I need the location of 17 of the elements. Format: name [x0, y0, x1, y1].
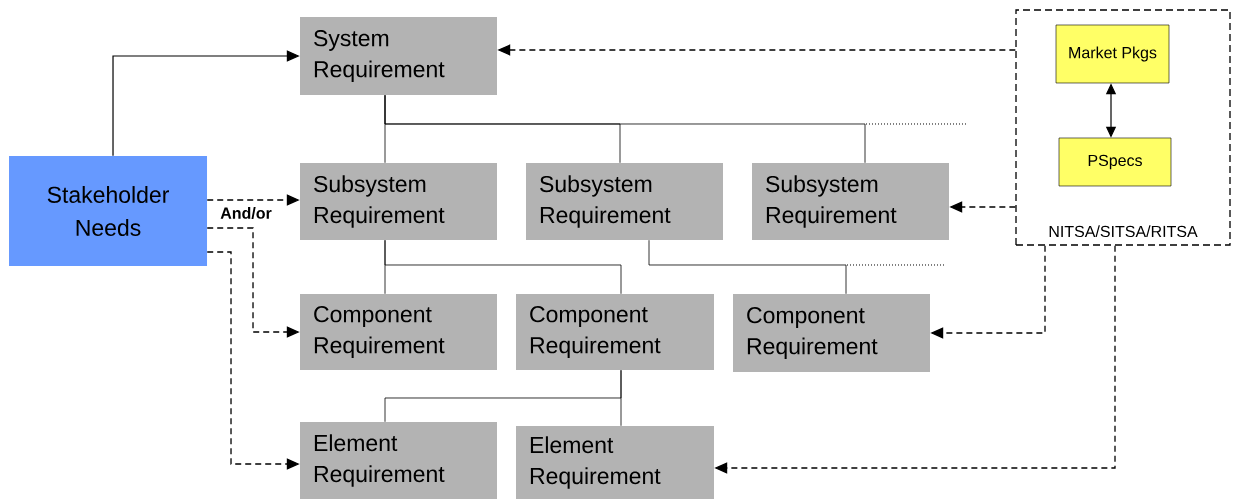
requirement-box: Subsystem Requirement: [526, 163, 723, 240]
package-box: PSpecs: [1058, 137, 1172, 187]
note-label: And/or: [219, 206, 273, 220]
requirement-box: Subsystem Requirement: [752, 163, 949, 240]
requirement-box: Component Requirement: [300, 294, 497, 370]
connector-line: [648, 239, 847, 295]
requirement-box: Component Requirement: [516, 294, 714, 370]
requirement-box: Element Requirement: [516, 426, 714, 499]
connector-line: [384, 94, 866, 164]
connector-line: [620, 369, 622, 427]
package-box: Market Pkgs: [1055, 24, 1170, 84]
requirement-box: System Requirement: [300, 17, 497, 95]
connector-line: [384, 239, 622, 295]
stakeholder-box: Stakeholder Needs: [9, 156, 207, 266]
requirement-box: Element Requirement: [300, 422, 497, 499]
requirement-box: Component Requirement: [733, 294, 930, 372]
requirement-box: Subsystem Requirement: [300, 163, 497, 240]
